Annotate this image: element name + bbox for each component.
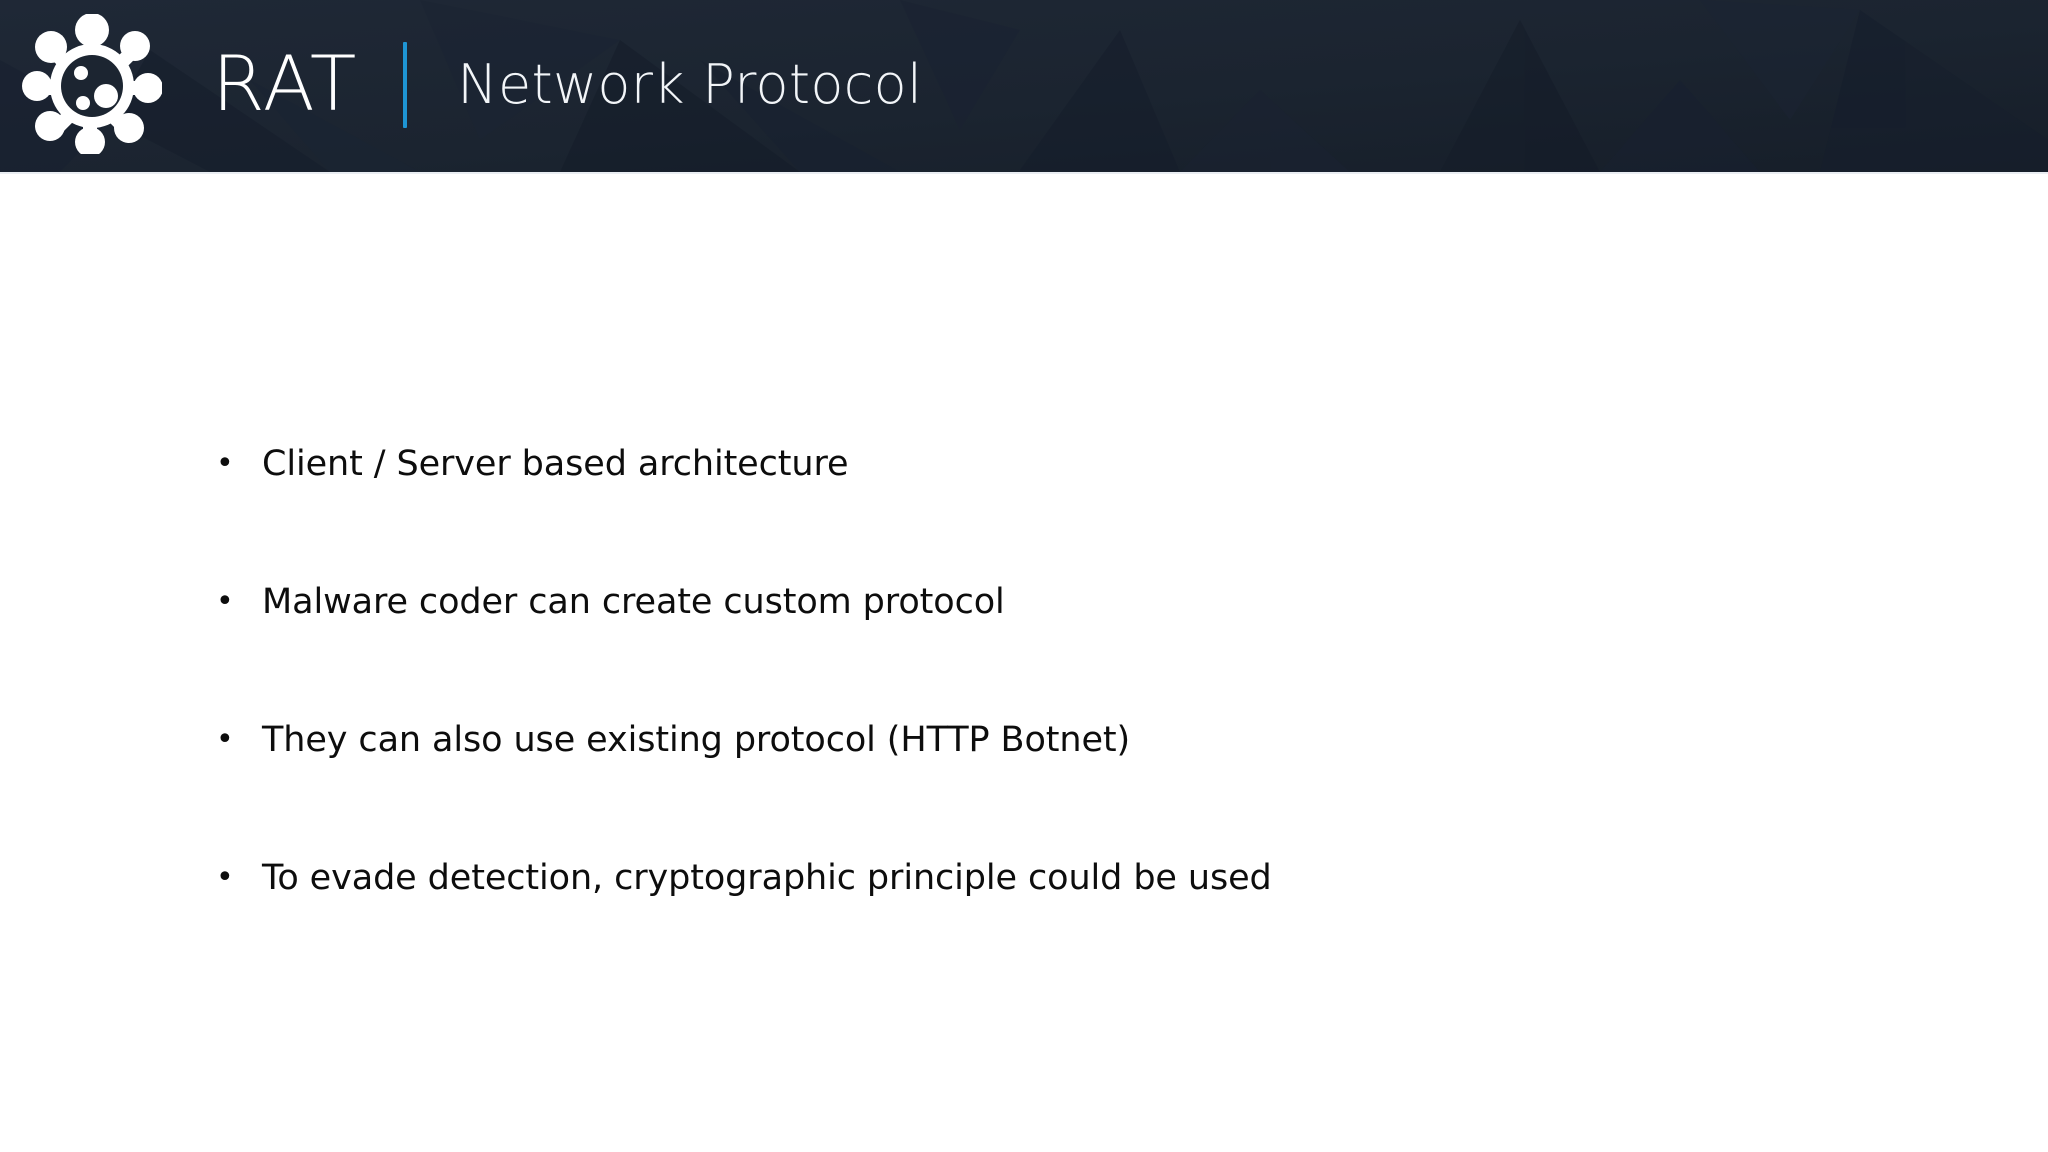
bullet-text: They can also use existing protocol (HTT… — [262, 720, 1131, 760]
bullet-marker-icon: • — [216, 584, 234, 619]
brand-name: RAT — [212, 39, 358, 128]
list-item: • To evade detection, cryptographic prin… — [210, 854, 1910, 992]
header-bottom-edge — [0, 172, 2048, 174]
list-item: • Client / Server based architecture — [210, 440, 1910, 578]
bullet-text: Client / Server based architecture — [262, 444, 849, 484]
list-item: • They can also use existing protocol (H… — [210, 716, 1910, 854]
slide-header: RAT Network Protocol — [0, 0, 2048, 172]
list-item: • Malware coder can create custom protoc… — [210, 578, 1910, 716]
bullet-marker-icon: • — [216, 446, 234, 481]
bullet-list: • Client / Server based architecture • M… — [210, 440, 1910, 992]
bullet-marker-icon: • — [216, 722, 234, 757]
bullet-text: Malware coder can create custom protocol — [262, 582, 1005, 622]
bullet-marker-icon: • — [216, 860, 234, 895]
virus-icon — [22, 14, 162, 154]
bullet-text: To evade detection, cryptographic princi… — [262, 858, 1272, 898]
brand-divider — [403, 42, 408, 128]
slide-title: Network Protocol — [457, 53, 923, 116]
brand-group: RAT Network Protocol — [0, 0, 922, 172]
slide-body: • Client / Server based architecture • M… — [0, 174, 2048, 1152]
